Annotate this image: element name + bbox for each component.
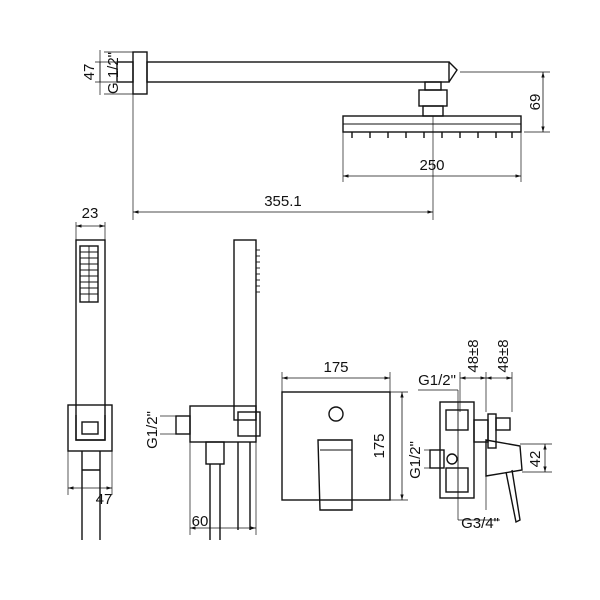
hand-shower-bracket	[67, 404, 113, 452]
diverter-knob	[328, 406, 344, 422]
depth-a-label: 48±8	[465, 339, 482, 372]
plate-height-label: 175	[371, 433, 388, 458]
side-handle-nozzles	[256, 249, 260, 293]
hand-shower-nozzle-grid	[80, 246, 98, 302]
hand-shower-width-label: 23	[82, 205, 99, 222]
built-in-body-side-view: 48±8 48±8 G1/2" G1/2" 42 G3/4"	[407, 339, 552, 532]
body-inlet-circle	[446, 453, 458, 465]
side-hose-2	[237, 442, 251, 530]
body-thread-left-label: G1/2"	[407, 441, 424, 479]
arm-nut	[116, 61, 134, 83]
hose-nut	[205, 441, 225, 465]
shower-arm-view: 47 G 1/2" 69 250 355.1	[81, 50, 550, 220]
hand-shower-holder	[75, 415, 106, 441]
hand-shower-holder-clip	[81, 421, 99, 435]
body-side-inlet	[429, 449, 445, 469]
arm-length-label: 355.1	[264, 193, 302, 210]
body-diverter-stem	[495, 417, 511, 431]
bracket-width-label: 47	[96, 491, 113, 508]
body-lever-side	[485, 439, 523, 477]
side-hose	[209, 464, 221, 540]
mixer-lever	[317, 439, 353, 511]
outlet-depth-label: 60	[192, 513, 209, 530]
hand-shower-hose	[81, 451, 101, 540]
body-upper-block	[445, 409, 469, 431]
arm-end	[448, 61, 458, 83]
body-thread-top-label: G1/2"	[418, 372, 456, 389]
body-thread-bottom-label: G3/4"	[461, 515, 499, 532]
outlet-thread-label: G1/2"	[144, 411, 161, 449]
arm-wall-flange	[132, 51, 148, 95]
arm-drop-label: 69	[527, 94, 544, 111]
arm-thread-label: G 1/2"	[105, 52, 122, 94]
side-handle	[233, 239, 257, 421]
body-lower-block	[445, 467, 469, 493]
body-frame	[439, 401, 475, 499]
arm-tube	[146, 61, 450, 83]
wall-outlet-holder	[237, 411, 261, 437]
body-plate-edge	[487, 413, 497, 449]
lever-dim-label: 42	[527, 451, 544, 468]
arm-connector-top	[424, 81, 442, 91]
arm-connector-bottom	[422, 105, 444, 117]
hand-shower-front-view: 23 47	[67, 205, 113, 540]
depth-b-label: 48±8	[495, 339, 512, 372]
arm-height-label: 47	[81, 64, 98, 81]
hand-shower-side-view: G1/2" 60	[144, 239, 261, 540]
shower-head-nozzles	[351, 132, 513, 138]
arm-connector-nut	[418, 89, 448, 107]
plate-width-label: 175	[323, 359, 348, 376]
head-width-label: 250	[419, 157, 444, 174]
mixer-plate-front-view: 175 175	[281, 359, 408, 511]
body-cartridge	[473, 419, 489, 443]
wall-outlet-thread	[175, 415, 191, 435]
body-lever-handle	[505, 469, 521, 524]
mixer-plate	[281, 391, 391, 501]
